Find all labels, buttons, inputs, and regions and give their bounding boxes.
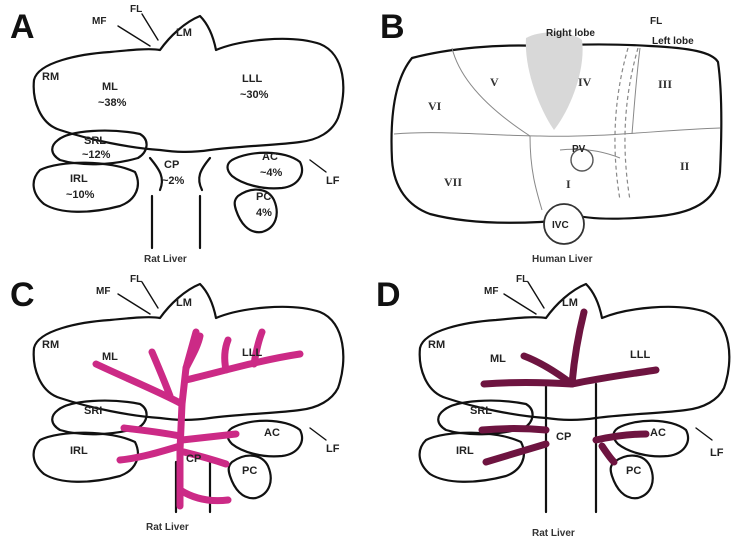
segment-line-mid: [530, 136, 542, 210]
label-ac-c: AC: [264, 427, 280, 439]
label-seg-vii: VII: [444, 175, 462, 189]
lf-arrow-d: [696, 428, 712, 440]
fl-arrow-d: [528, 282, 544, 308]
label-lll-a: LLL: [242, 73, 262, 85]
label-left-lobe: Left lobe: [652, 36, 694, 47]
label-fl-c: FL: [130, 274, 142, 285]
label-pc-pct-a: 4%: [256, 207, 272, 219]
vessel-pc-d: [602, 446, 614, 462]
caption-c: Rat Liver: [146, 522, 189, 533]
label-srl-d: SRL: [470, 405, 492, 417]
label-seg-ii: II: [680, 159, 690, 173]
label-mf-a: MF: [92, 16, 106, 27]
label-lll-d: LLL: [630, 349, 650, 361]
label-fl-d: FL: [516, 274, 528, 285]
label-cp-c: CP: [186, 453, 201, 465]
label-rm-c: RM: [42, 339, 59, 351]
label-sri-c: SRI: [84, 405, 102, 417]
label-srl-a: SRL: [84, 135, 106, 147]
label-rm-d: RM: [428, 339, 445, 351]
panel-a: A MF FL LM RM ML ~38% LLL ~30% SRL ~12% …: [10, 4, 343, 265]
label-ml-a: ML: [102, 81, 118, 93]
label-ml-d: ML: [490, 353, 506, 365]
label-pc-a: PC: [256, 191, 271, 203]
panel-letter-b: B: [380, 8, 405, 46]
lf-arrow-a: [310, 160, 326, 172]
label-lm-c: LM: [176, 297, 192, 309]
segment-line-left: [632, 48, 640, 134]
panel-d: D MF FL LM RM ML LLL SRL IRL CP AC PC: [376, 274, 729, 539]
gallbladder-shadow: [526, 32, 583, 130]
falciform-line-1: [615, 48, 628, 200]
label-right-lobe: Right lobe: [546, 28, 595, 39]
vessel-lll-d: [572, 370, 656, 384]
irl-lobe-a: [34, 163, 138, 212]
label-seg-i: I: [566, 177, 571, 191]
label-cp-pct-a: ~2%: [162, 175, 185, 187]
vessel-ac-d: [596, 434, 646, 440]
panel-letter-d: D: [376, 276, 401, 314]
label-irl-d: IRL: [456, 445, 474, 457]
vessel-ml-d: [484, 383, 572, 385]
label-cp-d: CP: [556, 431, 571, 443]
panel-letter-a: A: [10, 8, 35, 46]
label-ac-pct-a: ~4%: [260, 167, 283, 179]
label-ac-a: AC: [262, 151, 278, 163]
panel-letter-c: C: [10, 276, 35, 314]
vena-cava-d: [546, 384, 596, 512]
mf-arrow-d: [504, 294, 536, 314]
caption-b: Human Liver: [532, 254, 593, 265]
label-pc-c: PC: [242, 465, 257, 477]
vessel-irl-d: [486, 444, 546, 462]
segment-line-horizontal: [394, 128, 720, 136]
vessel-srl-d: [482, 429, 546, 431]
vessel-tail-c: [180, 490, 228, 501]
label-mf-c: MF: [96, 286, 110, 297]
panel-c: C MF FL LM RM ML LLL SRI: [10, 274, 343, 533]
label-fl-a: FL: [130, 4, 142, 15]
label-lf-a: LF: [326, 175, 340, 187]
vessel-lm-d: [572, 312, 584, 384]
lf-arrow-c: [310, 428, 326, 440]
label-ml-pct-a: ~38%: [98, 97, 127, 109]
caption-d: Rat Liver: [532, 528, 575, 539]
label-ml-c: ML: [102, 351, 118, 363]
label-ivc: IVC: [552, 220, 569, 231]
label-cp-a: CP: [164, 159, 179, 171]
label-seg-iii: III: [658, 77, 672, 91]
panel-b: B Right lobe Left lobe FL V IV III VI VI…: [380, 8, 721, 265]
mf-arrow-c: [118, 294, 150, 314]
label-pc-d: PC: [626, 465, 641, 477]
label-irl-a: IRL: [70, 173, 88, 185]
label-lf-c: LF: [326, 443, 340, 455]
vessel-irl-c: [120, 446, 180, 460]
label-lll-pct-a: ~30%: [240, 89, 269, 101]
label-lm-d: LM: [562, 297, 578, 309]
label-pv: PV: [572, 144, 586, 155]
label-mf-d: MF: [484, 286, 498, 297]
label-seg-v: V: [490, 75, 499, 89]
vessel-srl-c: [124, 428, 180, 436]
fl-arrow-c: [142, 282, 158, 308]
segment-line-upper: [452, 48, 530, 136]
label-irl-pct-a: ~10%: [66, 189, 95, 201]
mf-arrow-a: [118, 26, 150, 46]
caption-a: Rat Liver: [144, 254, 187, 265]
label-lll-c: LLL: [242, 347, 262, 359]
label-irl-c: IRL: [70, 445, 88, 457]
label-ac-d: AC: [650, 427, 666, 439]
label-rm-a: RM: [42, 71, 59, 83]
label-seg-vi: VI: [428, 99, 442, 113]
vessel-lll-branch1-c: [225, 340, 228, 370]
label-fl-b: FL: [650, 16, 662, 27]
label-lm-a: LM: [176, 27, 192, 39]
label-lf-d: LF: [710, 447, 724, 459]
fl-arrow-a: [142, 14, 158, 40]
label-srl-pct-a: ~12%: [82, 149, 111, 161]
vena-cava-a: [152, 196, 200, 248]
falciform-line-2: [625, 48, 638, 200]
label-seg-iv: IV: [578, 75, 592, 89]
